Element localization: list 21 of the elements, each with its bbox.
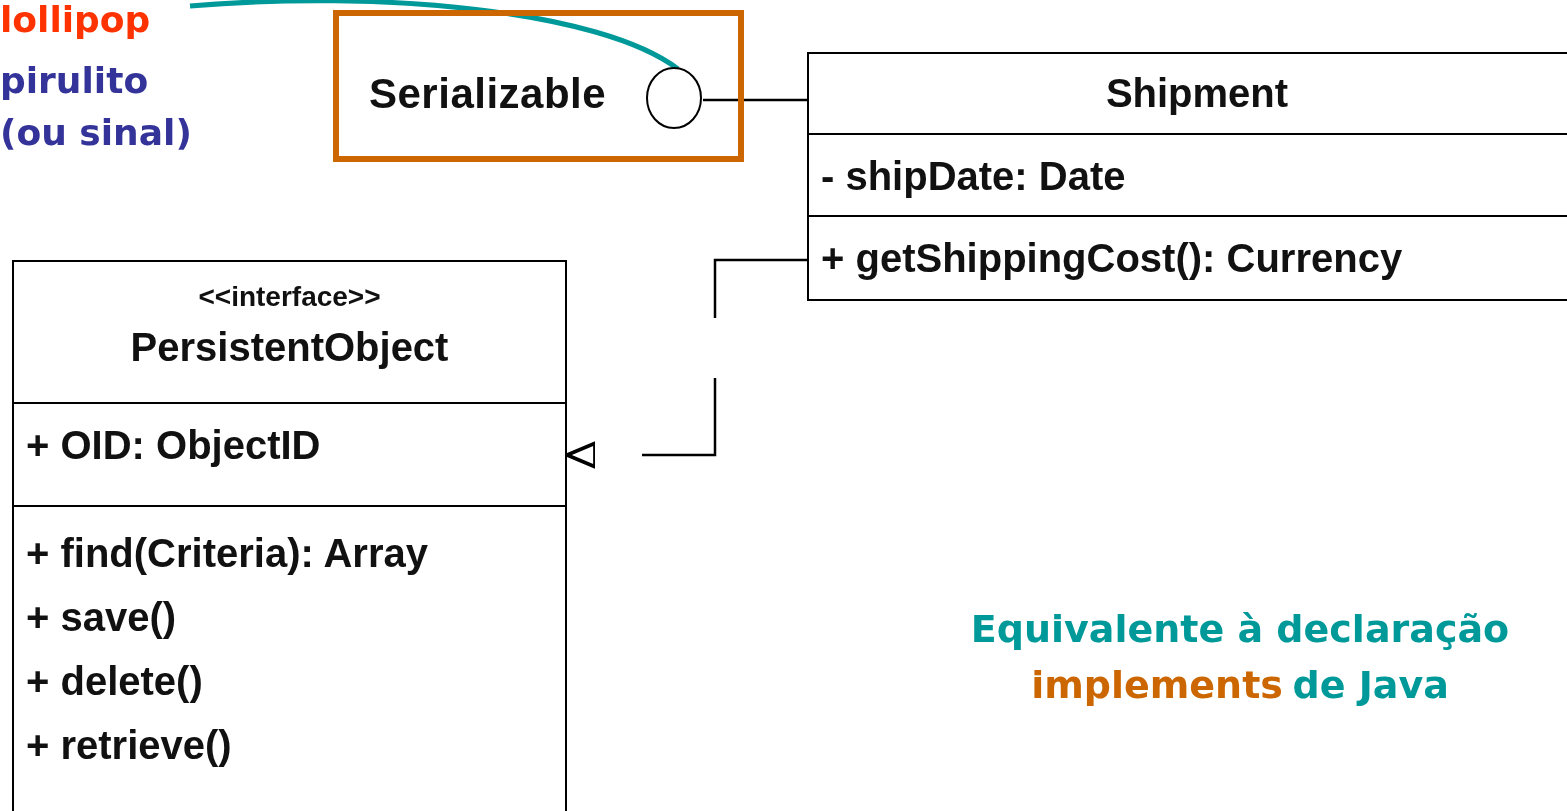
keyword-text: implements: [1031, 663, 1283, 707]
interface-class-box: [12, 260, 567, 811]
method-text: + retrieve(): [25, 722, 233, 769]
class-box: [807, 52, 1567, 301]
caption-text: pirulito (ou sinal): [0, 59, 193, 155]
interface-lollipop-circle: [645, 66, 703, 130]
method-text: + save(): [25, 594, 178, 641]
stereotype-label: <<interface>>: [197, 280, 382, 314]
interface-name: Serializable: [369, 72, 607, 116]
connector-line: [703, 98, 807, 102]
note-text: de Java: [1292, 663, 1449, 707]
note-text: Equivalente à declaração: [969, 606, 1511, 653]
method-text: + delete(): [25, 658, 204, 705]
callout-text: lollipop: [0, 0, 200, 40]
highlight-frame: [333, 10, 744, 162]
attribute-text: + OID: ObjectID: [25, 422, 322, 469]
method-text: + find(Criteria): Array: [25, 530, 429, 577]
attribute-text: - shipDate: Date: [820, 153, 1127, 200]
class-name: PersistentObject: [129, 324, 450, 371]
method-text: + getShippingCost(): Currency: [820, 235, 1404, 282]
class-name: Shipment: [1104, 70, 1290, 117]
